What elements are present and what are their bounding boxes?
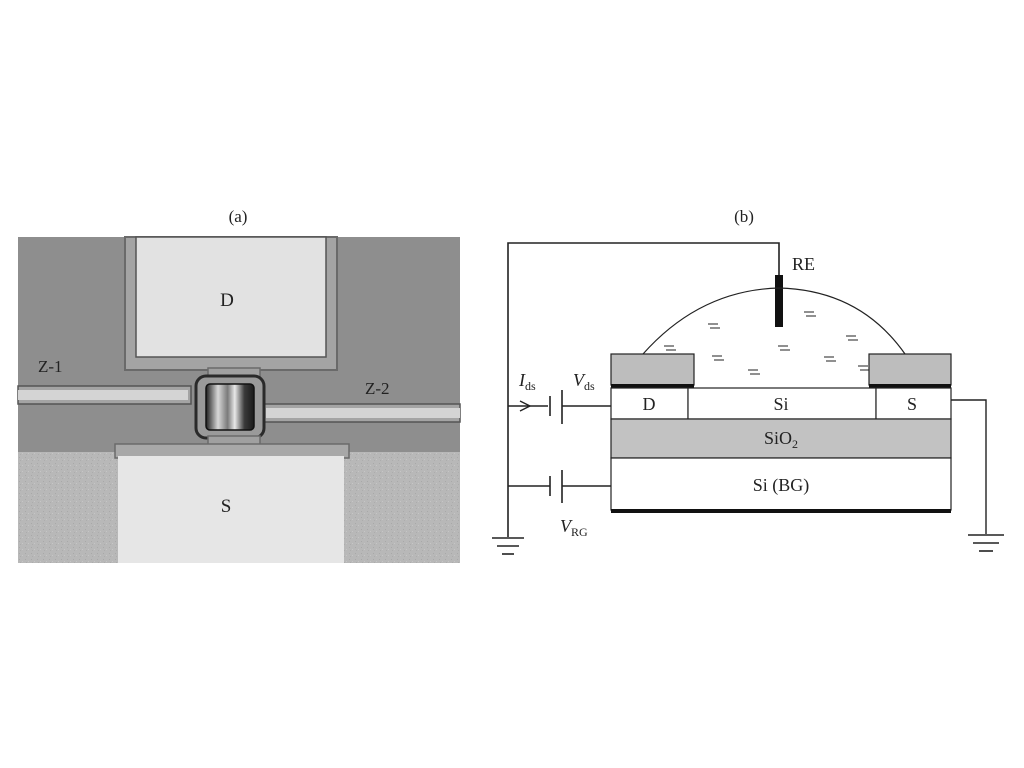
current-arrow (519, 400, 532, 412)
vrg-battery (549, 470, 563, 503)
device-schematic (492, 242, 1004, 555)
source-label: S (907, 394, 917, 414)
reference-electrode (775, 275, 783, 327)
sem-drain-label: D (220, 290, 234, 311)
channel-label: Si (773, 394, 788, 414)
silicon-nanochannel (205, 383, 255, 431)
vds-label: Vds (573, 370, 595, 393)
re-label: RE (792, 254, 815, 274)
vds-battery (549, 390, 563, 424)
oxide-label: SiO2 (764, 428, 798, 451)
silicon-channel (687, 387, 877, 420)
drain-label: D (643, 394, 656, 414)
oxide-layer (610, 418, 952, 459)
ids-label: Ids (518, 370, 536, 393)
panel-a-caption: (a) (229, 207, 248, 226)
right-passivation (868, 353, 952, 386)
sem-source-label: S (221, 496, 232, 517)
source-region (875, 387, 952, 420)
vrg-label: VRG (560, 516, 588, 539)
right-ground-icon (968, 534, 1004, 552)
sem-zone2-label: Z-2 (365, 379, 390, 398)
sem-micrograph (17, 236, 461, 563)
panel-b-caption: (b) (734, 207, 754, 226)
left-ground-icon (492, 537, 524, 555)
sem-zone1-label: Z-1 (38, 357, 63, 376)
back-gate-label: Si (BG) (753, 475, 810, 496)
electrolyte-ions (664, 311, 870, 375)
re-wire (507, 242, 780, 537)
left-passivation (610, 353, 695, 386)
electrolyte-droplet (642, 287, 906, 355)
